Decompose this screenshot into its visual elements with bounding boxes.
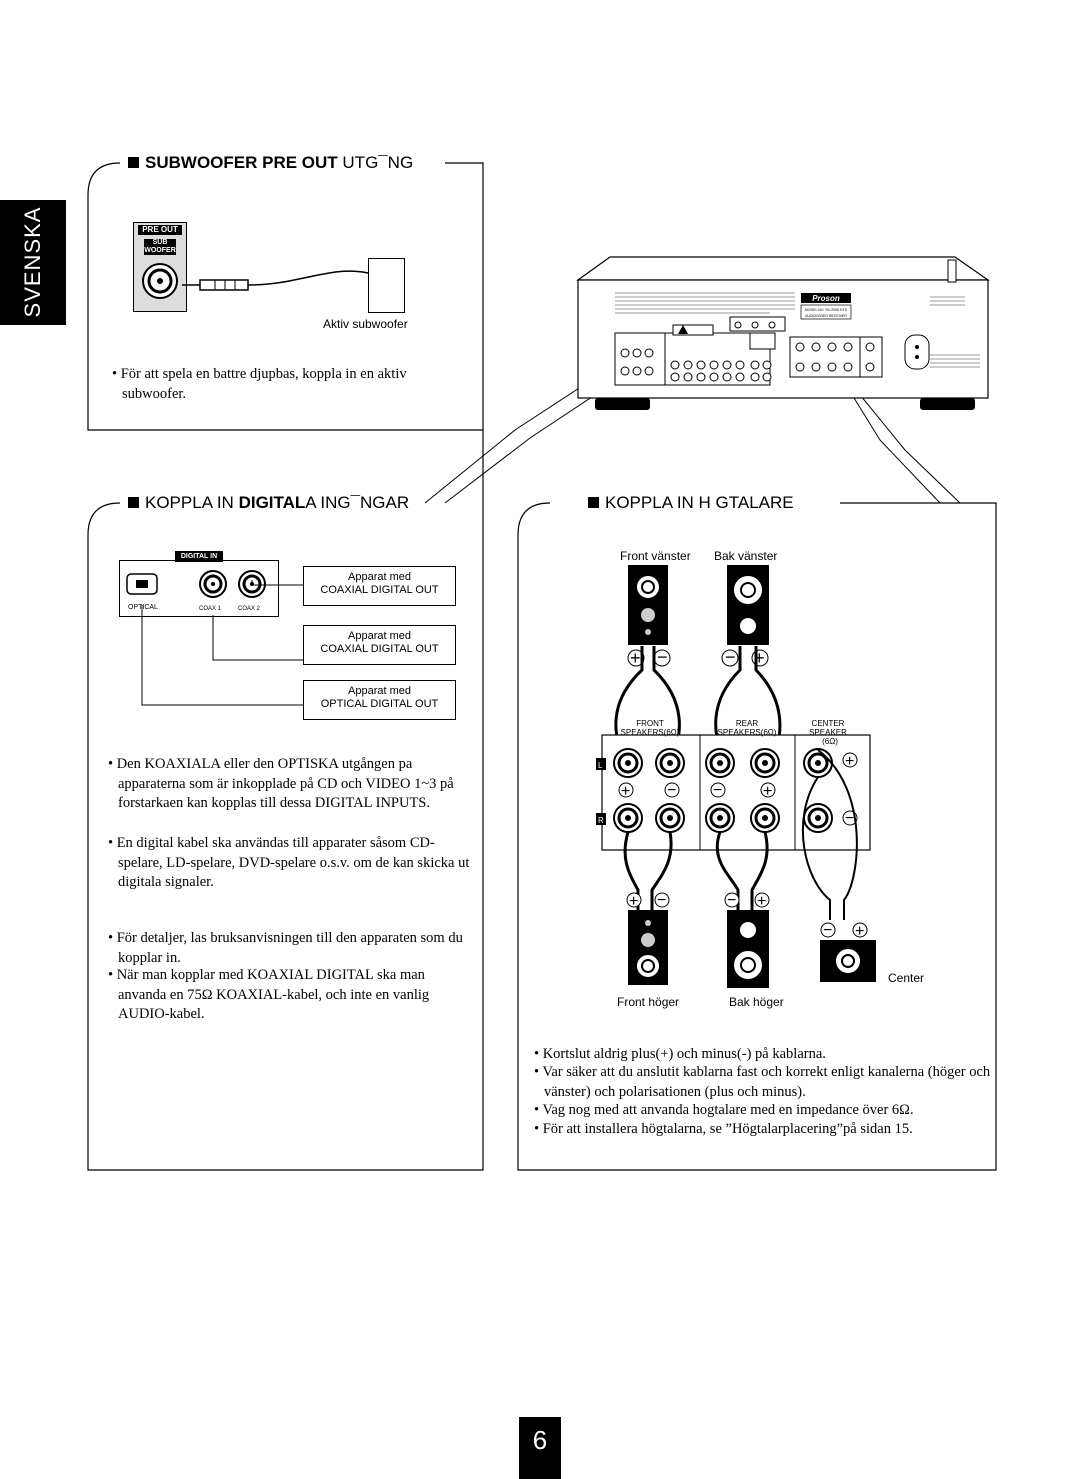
subwoofer-bullet: • För att spela en battre djupbas, koppl… xyxy=(112,366,407,402)
svg-text:CENTER: CENTER xyxy=(812,719,845,728)
receiver-brand: Proson xyxy=(812,294,840,303)
receiver-rear-panel: Proson MODEL NO. RV-2006 DTS AUDIO/VIDEO… xyxy=(576,256,990,410)
subwoofer-cable xyxy=(182,270,369,291)
svg-text:+: + xyxy=(630,648,641,668)
active-subwoofer-box xyxy=(368,258,405,313)
digital-cables xyxy=(141,580,303,706)
front-left-label: Front vänster xyxy=(620,549,691,563)
woofer-label: WOOFER xyxy=(144,247,176,255)
svg-text:L: L xyxy=(598,761,603,770)
bullet-square-icon xyxy=(588,497,599,508)
svg-text:−: − xyxy=(667,782,676,799)
svg-text:−: − xyxy=(657,892,666,909)
svg-text:+: + xyxy=(845,753,854,770)
bullet-square-icon xyxy=(128,157,139,168)
svg-text:+: + xyxy=(754,648,765,668)
svg-text:−: − xyxy=(845,810,854,827)
subwoofer-title-bold: SUBWOOFER PRE OUT xyxy=(145,153,338,172)
page-number: 6 xyxy=(519,1417,561,1479)
svg-text:+: + xyxy=(757,893,766,910)
pre-out-jack-panel: PRE OUT SUB WOOFER xyxy=(133,222,187,312)
svg-text:−: − xyxy=(823,922,832,939)
svg-text:SPEAKERS(6Ω): SPEAKERS(6Ω) xyxy=(718,728,777,737)
svg-text:+: + xyxy=(855,923,864,940)
coax2-label: COAX 2 xyxy=(238,606,261,612)
speaker-terminal-board xyxy=(601,734,871,851)
rca-jack-icon xyxy=(142,263,178,299)
svg-text:+: + xyxy=(629,893,638,910)
svg-text:−: − xyxy=(727,892,736,909)
coax1-label: COAX 1 xyxy=(199,606,222,612)
pre-out-label: PRE OUT xyxy=(138,225,182,235)
front-right-label: Front höger xyxy=(617,995,680,1009)
speakers-bullet-2: • Var säker att du anslutit kablarna fas… xyxy=(534,1064,991,1100)
svg-text:+: + xyxy=(763,783,772,800)
digital-bullet-1: • Den KOAXIALA eller den OPTISKA utgånge… xyxy=(108,756,454,811)
rear-left-label: Bak vänster xyxy=(714,549,778,563)
svg-text:SPEAKER: SPEAKER xyxy=(809,728,847,737)
digital-bullet-3: • För detaljer, las bruksanvisningen til… xyxy=(108,930,463,966)
speakers-bullet-3: • Vag nog med att anvanda hogtalare med … xyxy=(534,1102,914,1118)
bullet-square-icon xyxy=(128,497,139,508)
svg-text:SPEAKERS(6Ω): SPEAKERS(6Ω) xyxy=(621,728,680,737)
speakers-bullet-1: • Kortslut aldrig plus(+) och minus(-) p… xyxy=(534,1046,826,1062)
rear-right-label: Bak höger xyxy=(729,995,784,1009)
subwoofer-title-rest: UTG¯NG xyxy=(342,153,414,172)
digital-in-label: DIGITAL IN xyxy=(175,551,223,562)
svg-text:FRONT: FRONT xyxy=(636,719,664,728)
digital-bullet-2: • En digital kabel ska användas till app… xyxy=(108,835,470,890)
optical-label: OPTICAL xyxy=(128,604,158,611)
language-tab: SVENSKA xyxy=(0,200,66,325)
svg-text:(6Ω): (6Ω) xyxy=(822,737,838,746)
speakers-section-title: KOPPLA IN H GTALARE xyxy=(584,493,798,513)
svg-text:R: R xyxy=(598,816,604,825)
center-label: Center xyxy=(888,971,925,985)
svg-text:−: − xyxy=(657,647,668,667)
subwoofer-section-title: SUBWOOFER PRE OUT UTG¯NG xyxy=(124,153,418,173)
svg-text:−: − xyxy=(713,782,722,799)
digital-section-title: KOPPLA IN DIGITALA ING¯NGAR xyxy=(124,493,414,513)
svg-text:REAR: REAR xyxy=(736,719,758,728)
svg-text:+: + xyxy=(621,783,630,800)
sub-label: SUB xyxy=(144,239,176,247)
active-subwoofer-label: Aktiv subwoofer xyxy=(323,317,408,331)
svg-text:−: − xyxy=(725,647,736,667)
digital-bullet-4: • När man kopplar med KOAXIAL DIGITAL sk… xyxy=(108,967,430,1022)
svg-text:MODEL NO. RV-2006 DTS: MODEL NO. RV-2006 DTS xyxy=(805,308,848,312)
speakers-bullet-4: • För att installera högtalarna, se ”Hög… xyxy=(534,1121,913,1137)
svg-text:AUDIO/VIDEO RECEIVER: AUDIO/VIDEO RECEIVER xyxy=(805,314,847,318)
